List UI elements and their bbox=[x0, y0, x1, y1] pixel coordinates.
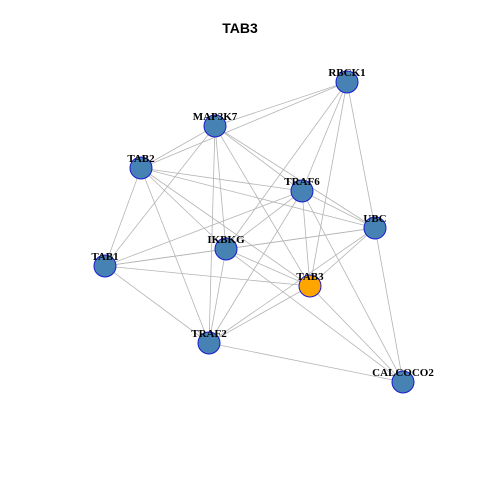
edge-rbck1-ubc bbox=[346, 81, 376, 229]
node-traf6: TRAF6 bbox=[284, 176, 320, 203]
edge-ubc-calcoco2 bbox=[374, 227, 404, 383]
edge-map3k7-tab1 bbox=[104, 125, 216, 267]
edge-tab2-traf6 bbox=[140, 167, 303, 192]
node-label-tab1: TAB1 bbox=[91, 251, 118, 263]
node-label-traf2: TRAF2 bbox=[191, 328, 227, 340]
edge-map3k7-tab2 bbox=[140, 125, 216, 169]
node-circle-ikbkg bbox=[214, 237, 238, 261]
node-circle-tab1 bbox=[93, 254, 117, 278]
edge-rbck1-ikbkg bbox=[225, 81, 348, 250]
edge-traf6-ikbkg bbox=[225, 190, 303, 250]
node-map3k7: MAP3K7 bbox=[193, 111, 238, 138]
node-circle-traf6 bbox=[290, 179, 314, 203]
edge-map3k7-traf6 bbox=[214, 125, 303, 192]
node-label-tab3: TAB3 bbox=[296, 271, 324, 283]
edge-map3k7-ikbkg bbox=[214, 125, 227, 250]
edge-map3k7-traf2 bbox=[208, 125, 216, 344]
node-rbck1: RBCK1 bbox=[328, 67, 366, 94]
node-circle-traf2 bbox=[197, 331, 221, 355]
edge-rbck1-tab2 bbox=[140, 81, 348, 169]
edge-ubc-tab3 bbox=[309, 227, 376, 287]
node-label-ikbkg: IKBKG bbox=[207, 234, 245, 246]
node-calcoco2: CALCOCO2 bbox=[372, 367, 434, 394]
edge-ikbkg-traf2 bbox=[208, 248, 227, 344]
edge-tab3-traf2 bbox=[208, 285, 311, 344]
node-ubc: UBC bbox=[363, 213, 387, 240]
edge-tab2-ubc bbox=[140, 167, 376, 229]
node-label-tab2: TAB2 bbox=[127, 153, 155, 165]
diagram-title: TAB3 bbox=[222, 20, 258, 36]
edge-traf6-traf2 bbox=[208, 190, 303, 344]
node-label-ubc: UBC bbox=[363, 213, 386, 225]
edge-map3k7-ubc bbox=[214, 125, 376, 229]
node-circle-ubc bbox=[363, 216, 387, 240]
node-tab2: TAB2 bbox=[127, 153, 155, 180]
node-label-calcoco2: CALCOCO2 bbox=[372, 367, 434, 379]
node-traf2: TRAF2 bbox=[191, 328, 227, 355]
node-ikbkg: IKBKG bbox=[207, 234, 245, 261]
edge-tab2-tab1 bbox=[104, 167, 142, 267]
node-tab1: TAB1 bbox=[91, 251, 119, 278]
edge-tab2-traf2 bbox=[140, 167, 210, 344]
edge-tab1-traf2 bbox=[104, 265, 210, 344]
node-circle-tab2 bbox=[129, 156, 153, 180]
edge-traf6-ubc bbox=[301, 190, 376, 229]
edge-ikbkg-tab3 bbox=[225, 248, 311, 287]
edge-tab2-ikbkg bbox=[140, 167, 227, 250]
edge-ikbkg-tab1 bbox=[104, 248, 227, 267]
edge-layer bbox=[104, 81, 404, 383]
node-label-rbck1: RBCK1 bbox=[328, 67, 365, 79]
node-tab3: TAB3 bbox=[296, 271, 324, 298]
node-circle-map3k7 bbox=[203, 114, 227, 138]
edge-traf6-tab3 bbox=[301, 190, 311, 287]
node-label-traf6: TRAF6 bbox=[284, 176, 320, 188]
edge-tab1-tab3 bbox=[104, 265, 311, 287]
edge-ikbkg-calcoco2 bbox=[225, 248, 404, 383]
edge-rbck1-map3k7 bbox=[214, 81, 348, 127]
node-circle-calcoco2 bbox=[391, 370, 415, 394]
edge-rbck1-traf6 bbox=[301, 81, 348, 192]
edge-rbck1-tab3 bbox=[309, 81, 348, 287]
edge-traf2-calcoco2 bbox=[208, 342, 404, 383]
node-label-map3k7: MAP3K7 bbox=[193, 111, 238, 123]
node-circle-rbck1 bbox=[335, 70, 359, 94]
edge-tab2-tab3 bbox=[140, 167, 311, 287]
node-circle-tab3 bbox=[298, 274, 322, 298]
edge-ubc-traf2 bbox=[208, 227, 376, 344]
edge-tab3-calcoco2 bbox=[309, 285, 404, 383]
edge-traf6-calcoco2 bbox=[301, 190, 404, 383]
edge-traf6-tab1 bbox=[104, 190, 303, 267]
